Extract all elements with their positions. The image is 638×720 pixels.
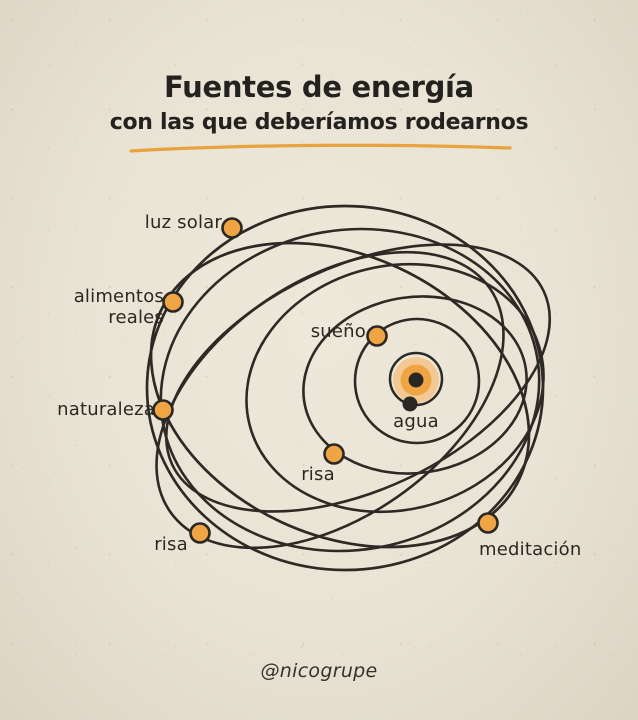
header: Fuentes de energía con las que deberíamo… [0,70,638,135]
planet-dot-luz-solar [221,217,243,239]
orbit-ring-4 [245,262,545,514]
footer: @nicogrupe [0,660,638,682]
sun-nucleus [408,372,424,388]
orbit-ring-7 [159,227,541,553]
planet-dot-risa-bottom [189,522,211,544]
planet-dot-alimentos-reales [162,291,184,313]
planet-dot-risa-middle [323,443,345,465]
label-alimentos-reales: alimentos reales [73,286,164,328]
planet-dot-meditacion [477,512,499,534]
orbit-ring-5 [145,204,545,572]
page-subtitle: con las que deberíamos rodearnos [109,110,529,135]
page-title: Fuentes de energía [164,70,474,104]
planet-dot-naturaleza [152,399,174,421]
label-agua: agua [393,411,439,432]
orbit-ring-9 [155,250,505,550]
label-luz-solar: luz solar [144,212,222,233]
orbit-ring-2 [353,317,481,445]
planet-dot-agua [402,396,418,412]
orbit-ring-6 [149,241,531,549]
label-sueno: sueño [310,321,366,342]
planet-dot-sueno [366,325,388,347]
title-underline [129,143,512,153]
label-naturaleza: naturaleza [57,399,155,420]
label-risa-bottom: risa [154,534,188,555]
label-meditacion: meditación [479,539,582,560]
label-risa-middle: risa [301,464,335,485]
planet-dots [152,217,499,544]
sun-icon [393,357,439,403]
orbit-rings [145,204,552,572]
credit-handle: @nicogrupe [260,660,378,682]
